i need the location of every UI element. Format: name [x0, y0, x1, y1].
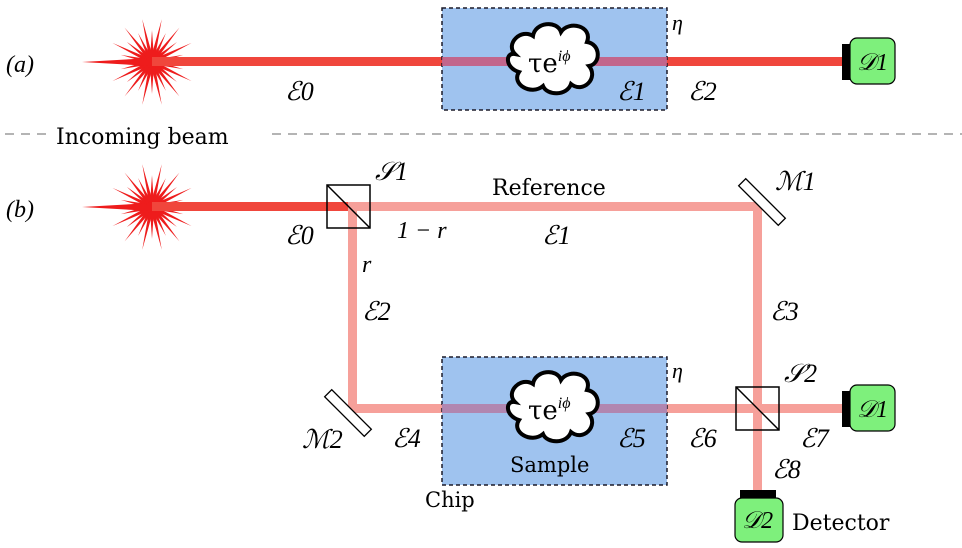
field-E6-b: ℰ6: [688, 424, 717, 453]
mirror-m1-label: ℳ1: [775, 167, 816, 196]
beam-splitter-s1: [326, 184, 371, 229]
panel-b: (b) τeiϕ Sample η Chip 𝒮1 𝒮2: [6, 157, 896, 543]
beam-down-left: [348, 202, 357, 409]
splitter-s1-label: 𝒮1: [375, 157, 408, 186]
mirror-m2-label: ℳ2: [302, 425, 343, 454]
sample-cloud-icon-b: [506, 370, 600, 444]
one-minus-r-label: 1 − r: [397, 218, 447, 244]
field-E1-a: ℰ1: [617, 77, 646, 106]
eta-label-a: η: [672, 10, 683, 35]
field-E3-b: ℰ3: [770, 297, 799, 326]
detector-d2-label: 𝒟2: [742, 508, 773, 534]
detector-d1-b: [849, 384, 896, 432]
detector-d2-face: [740, 490, 776, 498]
incoming-beam-label: Incoming beam: [56, 125, 229, 150]
field-E8-b: ℰ8: [772, 455, 801, 484]
detector-d1-a: [849, 37, 896, 85]
field-E0-b: ℰ0: [285, 221, 314, 250]
transmission-label-a: τeiϕ: [528, 48, 571, 79]
field-E7-b: ℰ7: [800, 424, 830, 453]
mirror-m1: [737, 177, 787, 227]
transmission-label-b: τeiϕ: [528, 395, 571, 426]
detector-d1-a-label: 𝒟1: [857, 50, 888, 76]
field-E0-a: ℰ0: [285, 77, 314, 106]
field-E1-b: ℰ1: [542, 221, 571, 250]
field-E4-b: ℰ4: [392, 424, 421, 453]
panel-a: (a) τeiϕ η ℰ0 ℰ1 ℰ2 𝒟1: [6, 7, 896, 111]
divider: Incoming beam: [5, 125, 962, 150]
laser-source-icon: [82, 19, 262, 105]
sample-label: Sample: [510, 453, 589, 477]
splitter-s2-label: 𝒮2: [784, 359, 817, 388]
detector-d2: [734, 497, 784, 543]
beam-reference: [348, 202, 762, 211]
field-E5-b: ℰ5: [617, 424, 646, 453]
panel-a-tag: (a): [6, 52, 34, 78]
beam-down-right: [753, 202, 762, 492]
r-label: r: [362, 252, 372, 278]
detector-d1-b-face: [842, 391, 850, 427]
detector-label: Detector: [792, 511, 890, 536]
mirror-m2: [323, 388, 373, 438]
detector-d1-a-face: [842, 44, 850, 80]
field-E2-b: ℰ2: [362, 297, 391, 326]
panel-b-tag: (b): [6, 197, 34, 223]
chip-label: Chip: [425, 488, 475, 512]
sample-cloud-icon: [506, 22, 600, 96]
reference-label: Reference: [492, 176, 606, 201]
beam-incoming-b: [152, 202, 348, 211]
field-E2-a: ℰ2: [688, 77, 717, 106]
detector-d1-b-label: 𝒟1: [857, 397, 888, 423]
eta-label-b: η: [672, 358, 683, 383]
beam-splitter-s2: [735, 386, 780, 431]
